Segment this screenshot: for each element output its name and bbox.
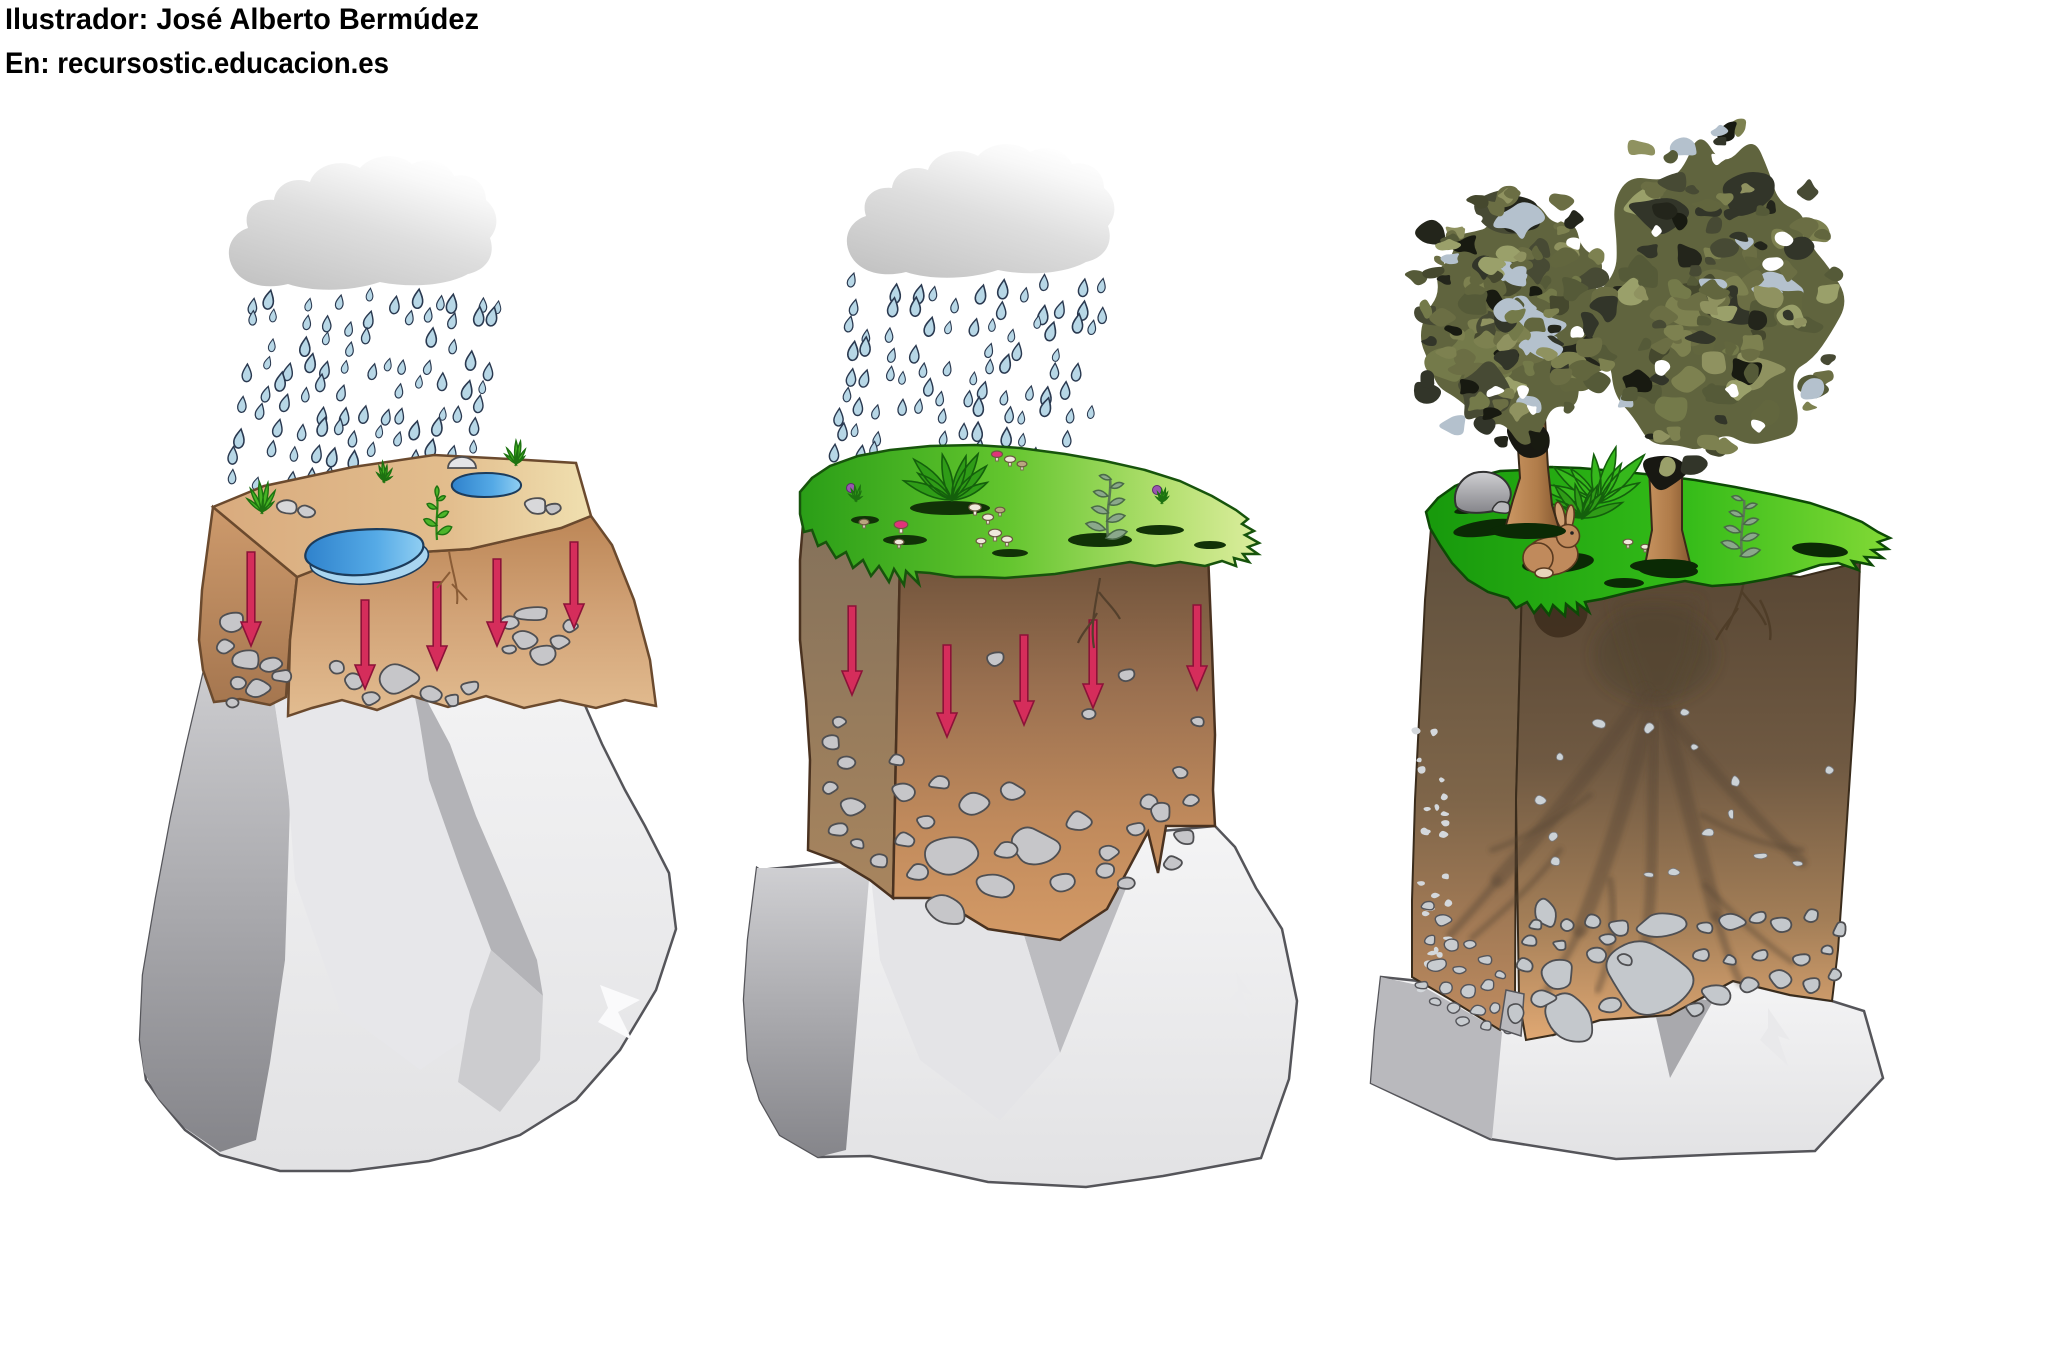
svg-text:En: recursostic.educacion.es: En: recursostic.educacion.es: [5, 47, 389, 80]
svg-text:Ilustrador: José Alberto Bermú: Ilustrador: José Alberto Bermúdez: [5, 3, 479, 36]
